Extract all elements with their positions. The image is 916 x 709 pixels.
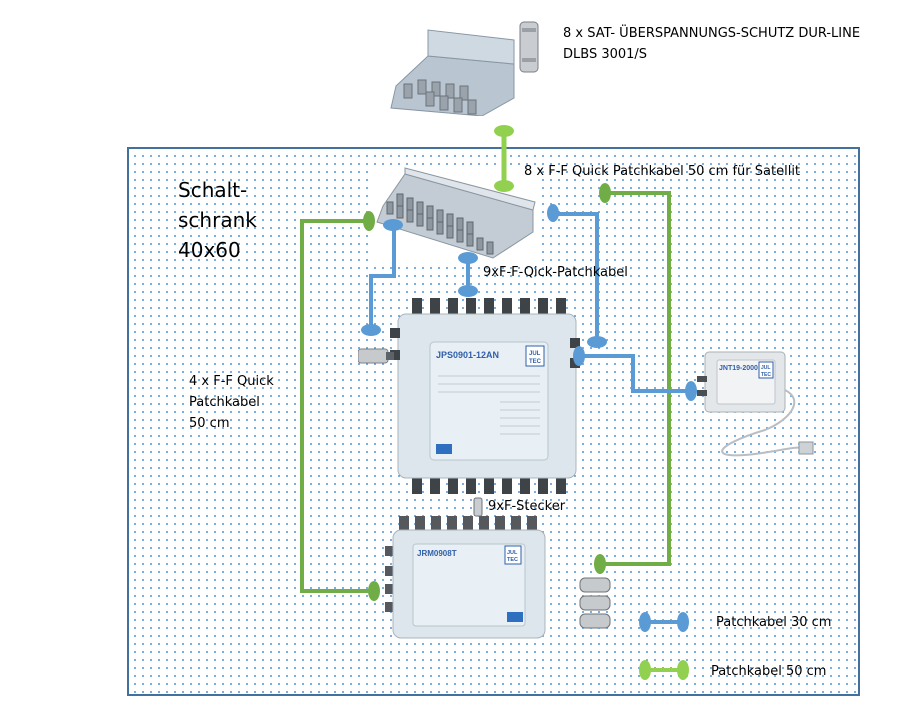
legend-mark-50cm <box>639 660 689 680</box>
label-4x-line2: Patchkabel <box>189 395 260 410</box>
cabinet-label-line1: Schalt- <box>178 178 248 202</box>
cabinet-label-line3: 40x60 <box>178 238 241 262</box>
cabinet-label-line2: schrank <box>178 208 257 232</box>
cable-blue-power <box>573 346 697 401</box>
jnt-brand-line1: JUL <box>761 365 770 371</box>
cable-green-left <box>300 211 380 601</box>
power-supply-jnt19: JNT19-2000 JUL TEC <box>695 350 815 460</box>
cable-surge-to-cabinet <box>494 125 514 192</box>
jps-model-text: JPS0901-12AN <box>436 350 499 360</box>
surge-arrester-plug <box>518 20 540 74</box>
jnt-model-text: JNT19-2000 <box>719 365 758 372</box>
legend-label-50cm: Patchkabel 50 cm <box>711 664 827 679</box>
jps-brand-line2: TEC <box>529 359 542 365</box>
f-plug-connector <box>357 347 394 365</box>
jps-brand-line1: JUL <box>529 351 541 357</box>
surge-protector-top <box>386 26 516 117</box>
label-sat-patchkabel: 8 x F-F Quick Patchkabel 50 cm für Satel… <box>524 164 801 179</box>
label-4x-line3: 50 cm <box>189 416 230 431</box>
label-qick-patchkabel: 9xF-F-Qick-Patchkabel <box>483 265 628 280</box>
surge-title-line2: DLBS 3001/S <box>563 47 648 62</box>
jrm-brand-line1: JUL <box>507 550 518 556</box>
multiswitch-jps0901: JPS0901-12AN JUL TEC <box>390 298 580 494</box>
cable-blue-left <box>361 219 403 336</box>
cable-green-right <box>594 183 671 574</box>
cable-blue-center <box>458 252 478 297</box>
legend-mark-30cm <box>639 612 689 632</box>
surge-title-line1: 8 x SAT- ÜBERSPANNUNGS-SCHUTZ DUR-LINE <box>563 26 861 41</box>
legend-label-30cm: Patchkabel 30 cm <box>716 615 832 630</box>
label-4x-line1: 4 x F-F Quick <box>189 374 274 389</box>
surge-protector-cabinet <box>373 166 541 262</box>
label-f-stecker: 9xF-Stecker <box>488 499 566 514</box>
f-stecker-icon <box>473 497 483 517</box>
jrm-model-text: JRM0908T <box>417 549 457 558</box>
jnt-brand-line2: TEC <box>761 372 771 378</box>
cable-blue-right <box>547 204 607 348</box>
jrm-brand-line2: TEC <box>507 557 518 563</box>
f-plug-group <box>578 576 614 632</box>
multiswitch-jrm0908t: JRM0908T JUL TEC <box>385 516 550 644</box>
